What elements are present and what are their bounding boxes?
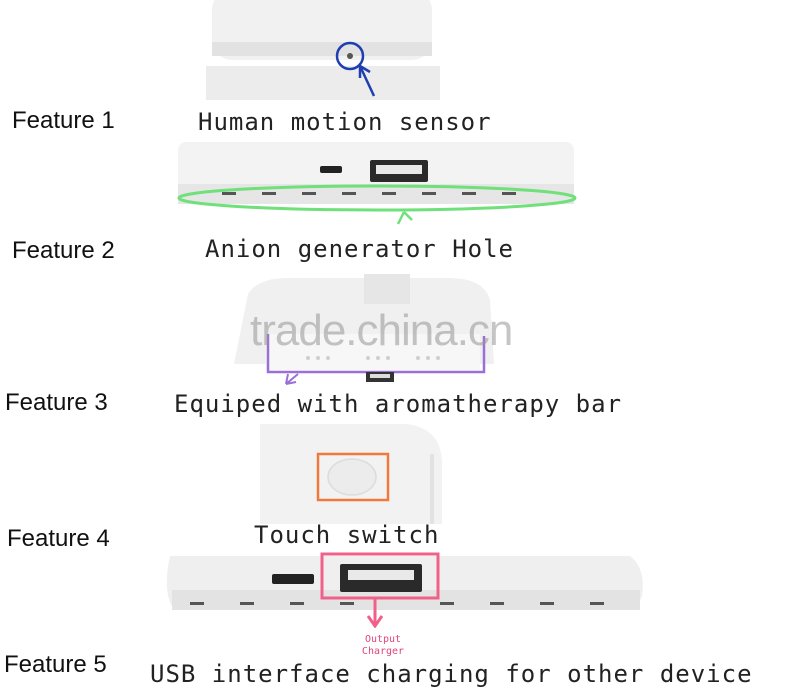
feature-3-caption: Equiped with aromatherapy bar [174,390,623,418]
feature-2-label: Feature 2 [12,237,115,264]
feature-2-caption: Anion generator Hole [205,235,514,263]
output-label-line1: Output [364,634,402,645]
feature-1-caption: Human motion sensor [198,108,492,136]
aroma-photo [234,274,494,385]
feature-4-caption: Touch switch [254,521,440,549]
feature-5-caption: USB interface charging for other device [150,660,753,688]
feature-4-label: Feature 4 [7,525,110,552]
watermark: trade.china.cn [250,306,513,355]
usb-photo [166,552,643,628]
touch-photo [260,424,442,524]
feature-5-label: Feature 5 [4,651,107,678]
feature-1-label: Feature 1 [12,107,115,134]
feature-3-label: Feature 3 [5,389,108,416]
sensor-photo [206,0,440,100]
output-label: Output Charger [348,634,418,658]
output-label-line2: Charger [361,646,405,657]
anion-photo [177,142,577,225]
